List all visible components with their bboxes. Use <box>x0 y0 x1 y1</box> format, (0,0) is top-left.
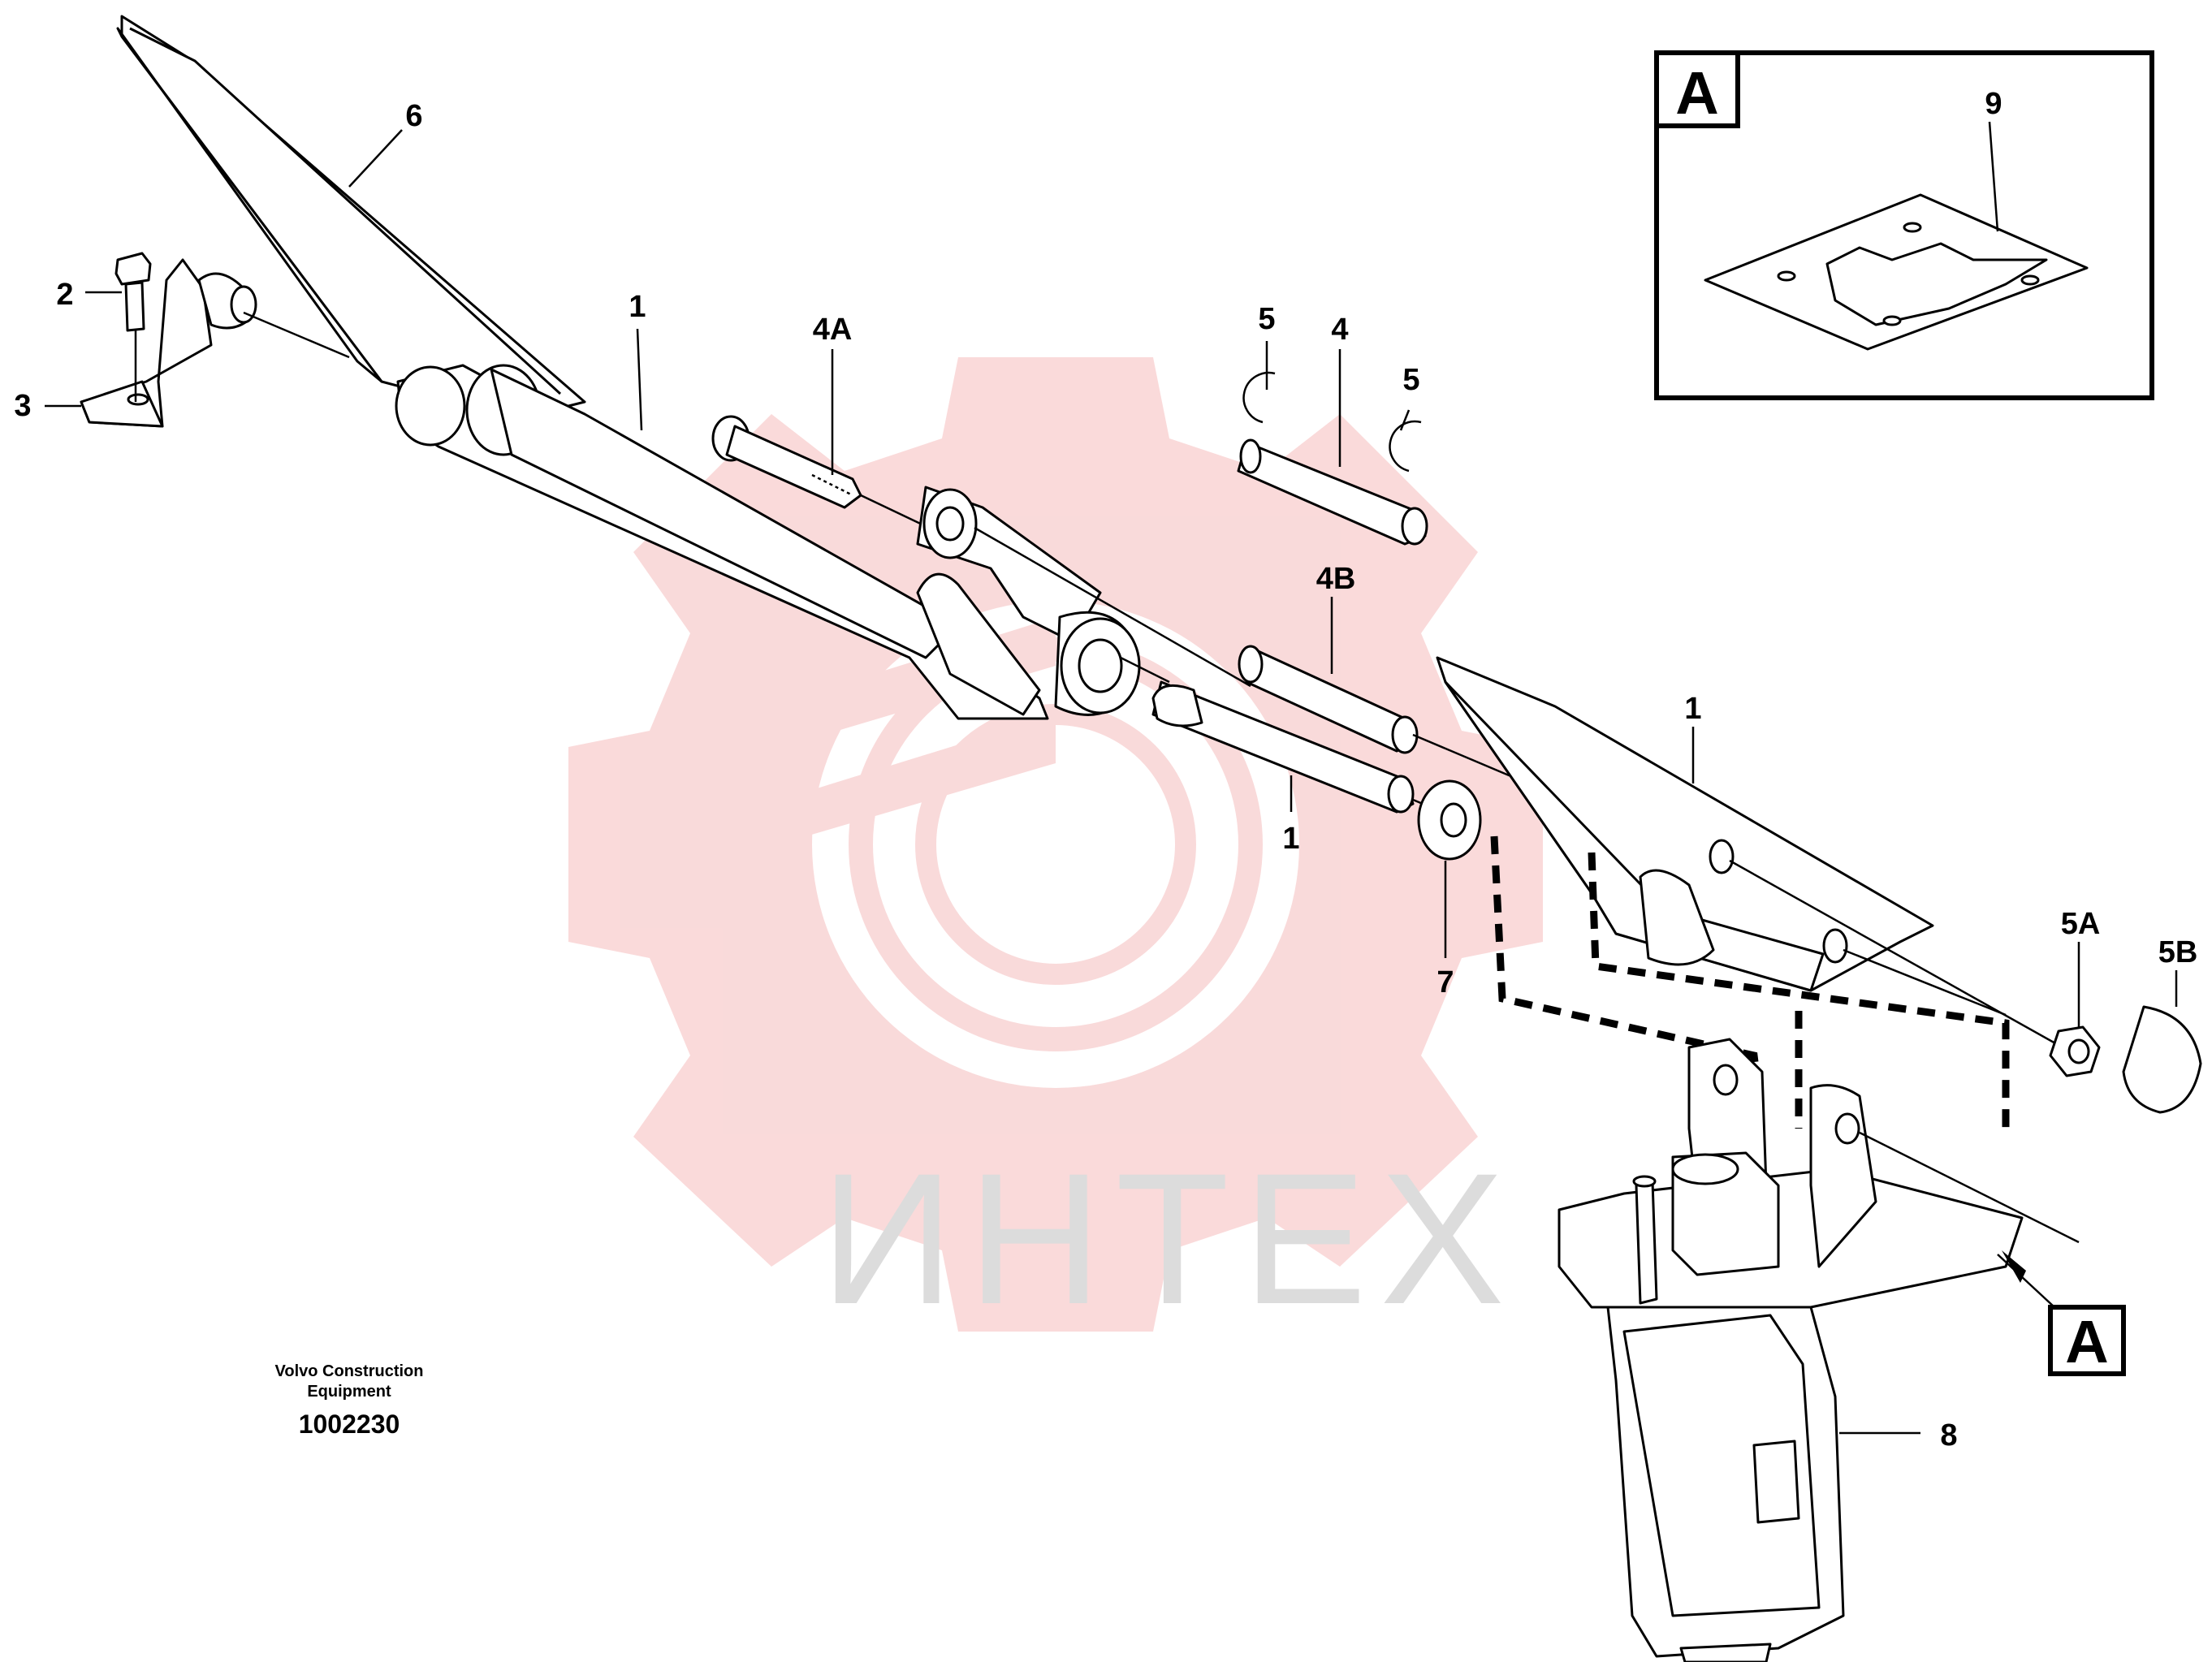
label-part-4a: 4A <box>813 313 853 347</box>
lever-link <box>916 486 1251 716</box>
shaft-part-1 <box>395 364 1049 720</box>
publisher-name-line1: Volvo Construction <box>275 1362 424 1380</box>
label-part-8: 8 <box>1940 1418 1957 1453</box>
label-part-4: 4 <box>1331 313 1348 347</box>
inset-view-letter: A <box>1675 59 1718 127</box>
label-part-5a: 5A <box>2061 907 2101 941</box>
label-part-1-lower: 1 <box>1282 822 1299 856</box>
drawing-number: 1002230 <box>299 1409 400 1439</box>
view-a-pointer-letter: A <box>2065 1308 2108 1375</box>
pedal-part-1-right <box>1436 656 2063 1049</box>
gasket-part-9 <box>1704 193 2089 351</box>
cap-part-5b <box>2122 1005 2202 1114</box>
leader-lines <box>45 121 2178 1435</box>
label-part-6: 6 <box>405 99 422 133</box>
view-a-pointer: A <box>1997 1250 2126 1376</box>
label-part-5-right: 5 <box>1402 363 1419 397</box>
label-part-3: 3 <box>14 389 31 423</box>
tube-part-4b <box>1238 645 1519 781</box>
label-part-1-pedal: 1 <box>1684 692 1701 726</box>
washer-part-7 <box>1417 779 1482 861</box>
label-part-7: 7 <box>1437 965 1454 999</box>
publisher-name-line2: Equipment <box>307 1383 391 1401</box>
circlip-part-5-left <box>1242 371 1276 424</box>
watermark-text: ИНТЕХ <box>820 1134 1518 1343</box>
pedal-valve-part-8 <box>1557 1038 2080 1662</box>
shaft-part-1-lower <box>1151 680 1462 822</box>
circlip-part-5-right <box>1389 420 1422 473</box>
label-part-5-left: 5 <box>1258 302 1275 336</box>
bolt-part-2 <box>114 252 152 402</box>
label-part-2: 2 <box>56 278 73 312</box>
bracket-part-3 <box>80 258 257 428</box>
label-part-1-shaft: 1 <box>629 290 646 324</box>
label-part-5b: 5B <box>2158 935 2198 969</box>
label-part-9: 9 <box>1985 87 2002 121</box>
nut-part-5a <box>2049 1025 2101 1077</box>
dashed-connection-lines <box>1490 835 2010 1129</box>
pin-part-4 <box>1237 438 1428 546</box>
label-part-4b: 4B <box>1316 562 1356 596</box>
